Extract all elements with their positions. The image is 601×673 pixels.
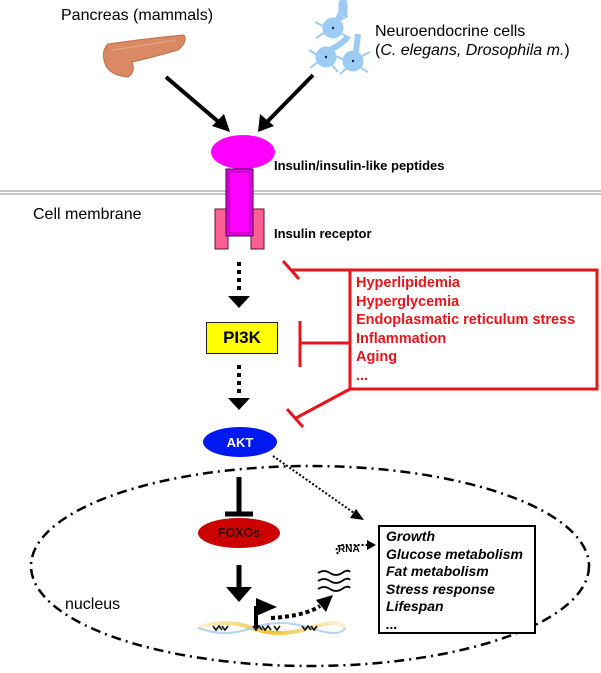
neuroendocrine-label: Neuroendocrine cells (C. elegans, Drosop… xyxy=(375,22,570,60)
pi3k-to-akt-arrow xyxy=(228,365,250,410)
pancreas-icon xyxy=(102,34,186,78)
species-names: C. elegans, Drosophila m. xyxy=(380,42,565,59)
output-list: Growth Glucose metabolism Fat metabolism… xyxy=(386,528,523,634)
ligand-label: Insulin/insulin-like peptides xyxy=(274,158,445,173)
output-item: Stress response xyxy=(386,580,495,597)
inhibitor-item: Inflammation xyxy=(356,330,447,347)
neuroendocrine-label-line1: Neuroendocrine cells xyxy=(375,23,526,40)
insulin-receptor xyxy=(214,168,265,250)
pi3k-node: PI3K xyxy=(206,322,278,354)
akt-to-output-arrow xyxy=(272,455,364,520)
neuroendocrine-label-line2: (C. elegans, Drosophila m.) xyxy=(375,42,570,59)
inhibitor-item: Aging xyxy=(356,349,398,366)
output-item: Lifespan xyxy=(386,598,444,615)
transcription-arrow xyxy=(270,595,333,620)
pancreas-to-ligand-arrow xyxy=(164,75,230,132)
inhibitor-item: ... xyxy=(356,367,369,384)
membrane-label: Cell membrane xyxy=(33,206,142,223)
cell-membrane-line xyxy=(0,190,601,195)
inhibitor-item: Hyperlipidemia xyxy=(356,275,460,291)
receptor-to-pi3k-arrow xyxy=(228,262,250,308)
dna-icon xyxy=(197,621,347,635)
receptor-label: Insulin receptor xyxy=(274,226,372,241)
neuro-to-ligand-arrow xyxy=(258,73,315,132)
neuroendocrine-cells-icon xyxy=(308,0,371,75)
output-item: Fat metabolism xyxy=(386,563,489,580)
akt-inhibits-foxo xyxy=(225,477,253,517)
insulin-ligand xyxy=(211,135,275,169)
inhibition-connectors xyxy=(281,260,599,428)
nucleus-label: nucleus xyxy=(65,596,121,613)
transcription-start-icon xyxy=(254,598,277,628)
output-box xyxy=(378,525,536,634)
foxo-node: FOXOs xyxy=(198,518,280,548)
inhibitor-item: Hyperglycemia xyxy=(356,293,460,310)
foxo-to-dna-arrow xyxy=(226,565,252,602)
rna-wave-icon xyxy=(317,569,351,592)
rna-to-output-arrow xyxy=(335,540,376,555)
rna-label: RNA xyxy=(338,544,360,555)
output-item: Growth xyxy=(386,528,435,544)
inhibitor-item: Endoplasmatic reticulum stress xyxy=(356,312,576,329)
output-item: Glucose metabolism xyxy=(386,545,523,562)
akt-node: AKT xyxy=(203,427,277,457)
inhibitor-list: Hyperlipidemia Hyperglycemia Endoplasmat… xyxy=(356,274,575,386)
nucleus-boundary xyxy=(29,464,591,668)
pancreas-label: Pancreas (mammals) xyxy=(61,7,214,24)
output-item: ... xyxy=(386,615,398,632)
